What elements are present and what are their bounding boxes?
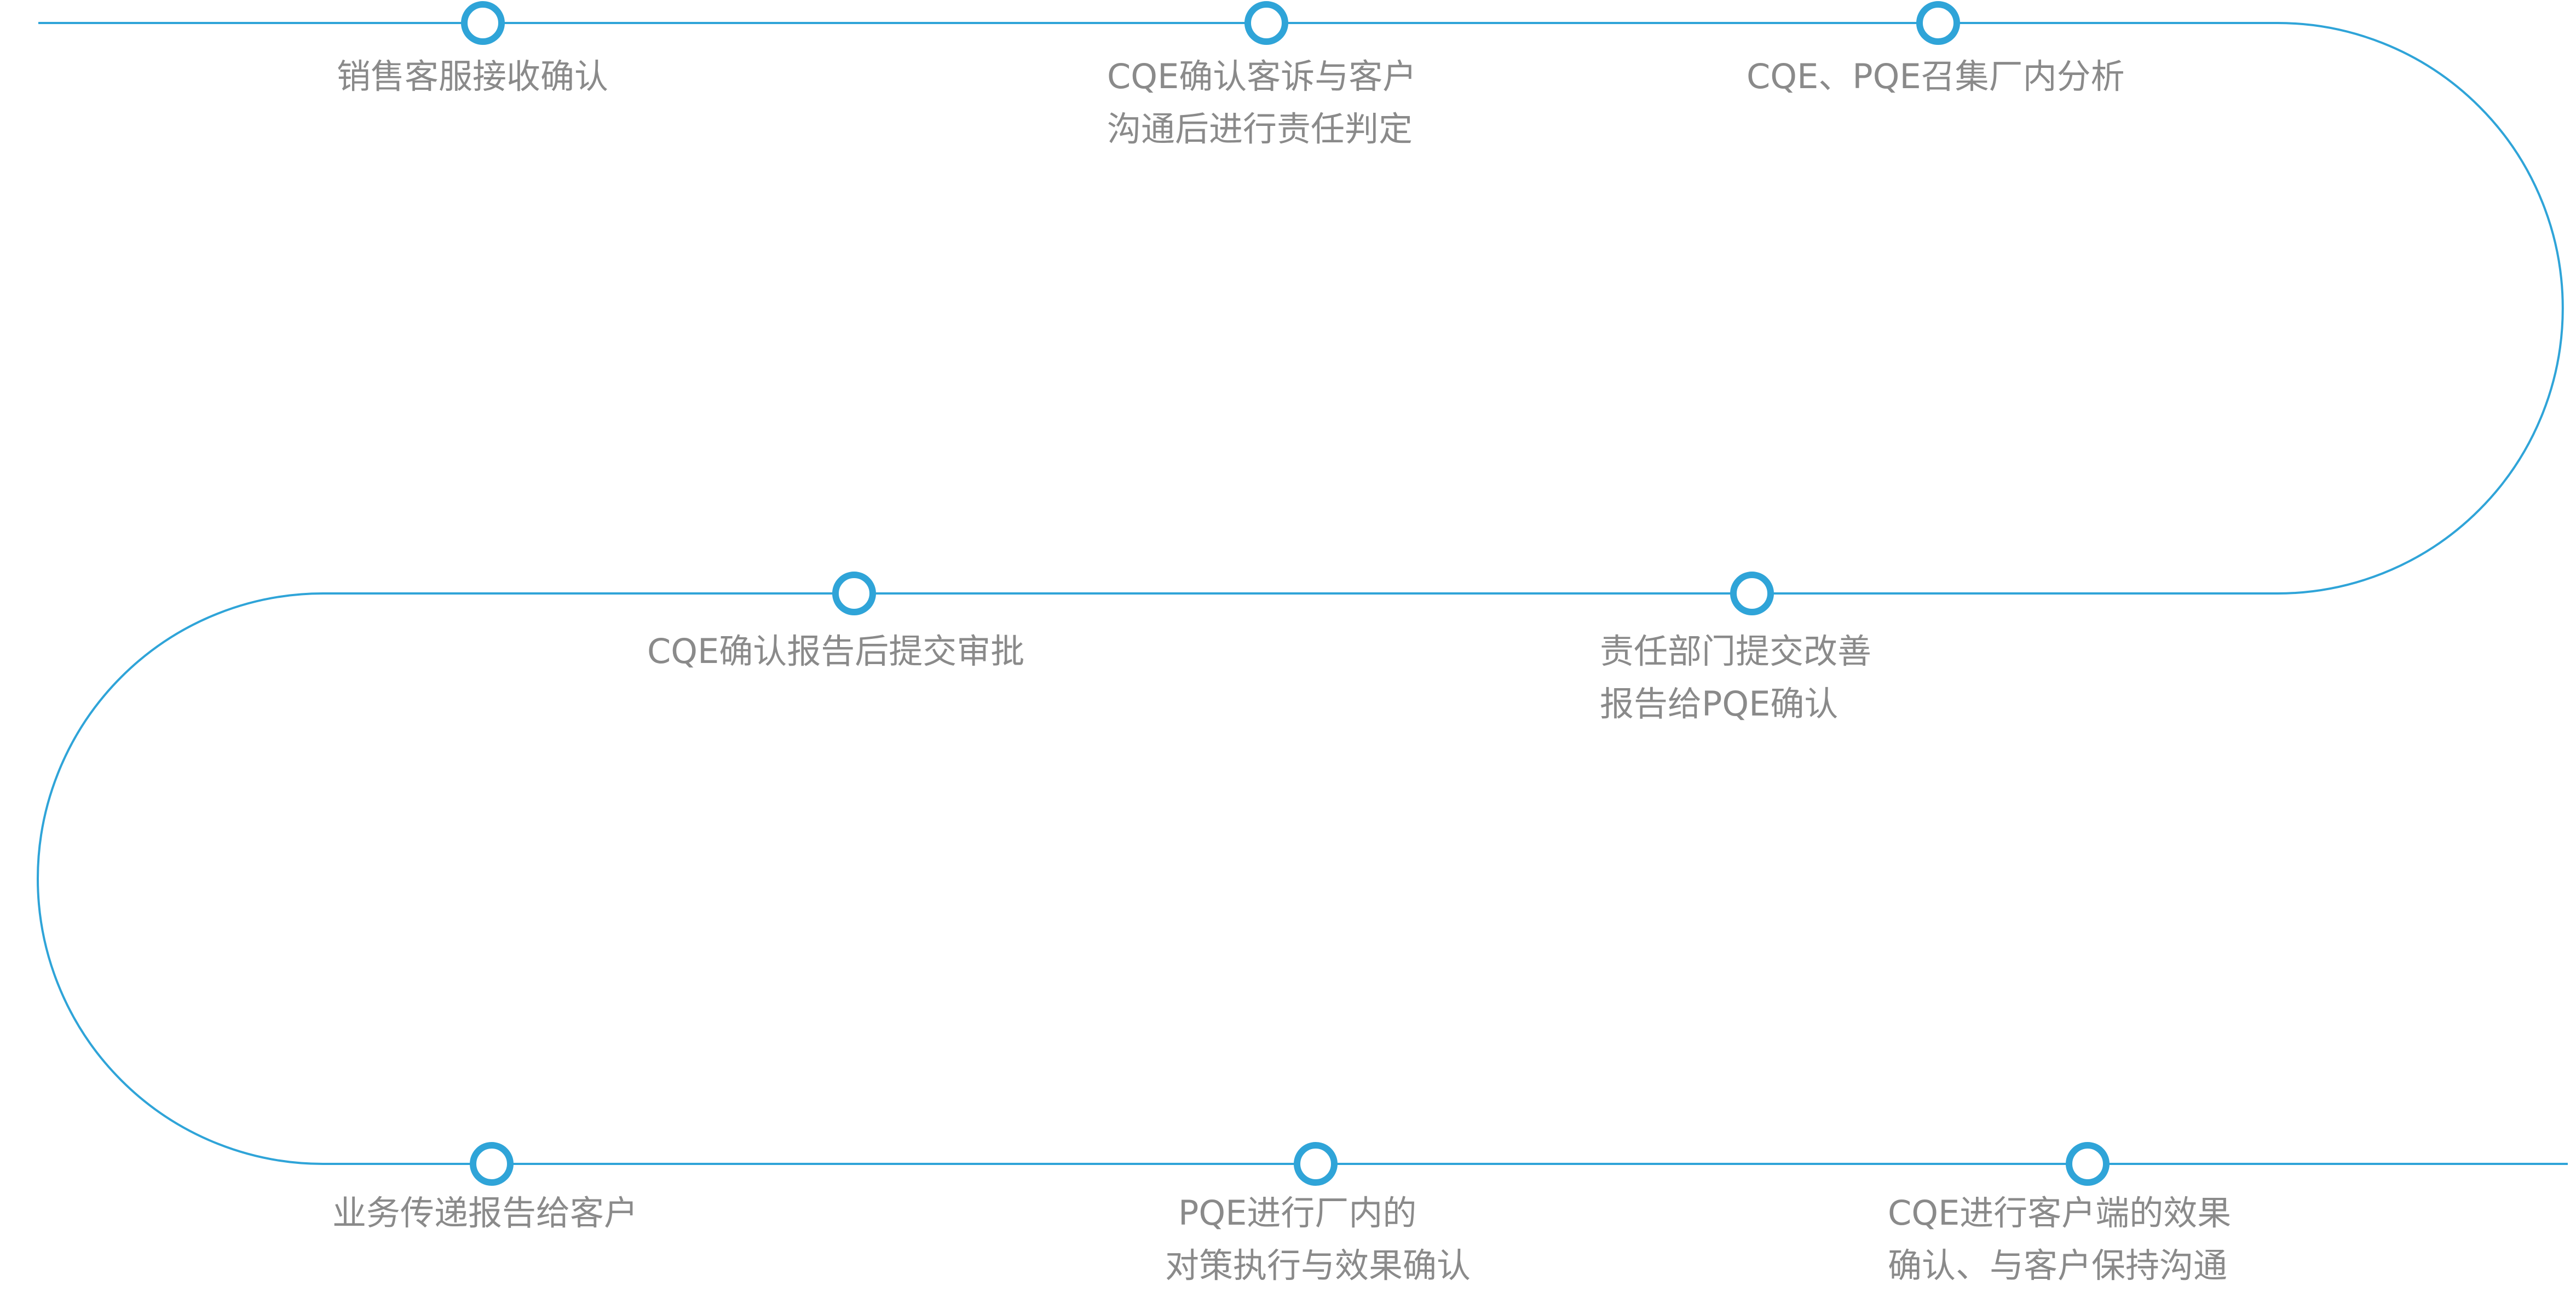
step-2-line-1: CQE确认客诉与客户 [1107,56,1417,96]
step-label-8: CQE进行客户端的效果 确认、与客户保持沟通 [1888,1187,2231,1292]
step-1-line-1: 销售客服接收确认 [337,56,609,96]
step-node-1 [461,1,505,45]
step-2-line-2: 沟通后进行责任判定 [1107,109,1413,149]
step-node-2 [1244,1,1288,45]
step-8-line-1: CQE进行客户端的效果 [1888,1193,2232,1233]
step-5-line-1: CQE确认报告后提交审批 [647,631,1025,671]
step-label-5: CQE确认报告后提交审批 [647,625,1024,678]
step-label-1: 销售客服接收确认 [337,50,608,103]
serpentine-flow-path [37,22,2568,1165]
step-label-3: CQE、PQE召集厂内分析 [1747,50,2125,103]
step-7-line-1: PQE进行厂内的 [1178,1193,1417,1233]
step-node-5 [832,572,876,615]
step-node-7 [1294,1142,1338,1186]
step-8-line-2: 确认、与客户保持沟通 [1888,1245,2228,1285]
step-label-4: 责任部门提交改善 报告给PQE确认 [1600,625,1871,730]
step-7-line-2: 对策执行与效果确认 [1165,1245,1471,1285]
step-3-line-1: CQE、PQE召集厂内分析 [1747,56,2125,96]
step-4-line-1: 责任部门提交改善 [1600,631,1872,671]
step-label-7: PQE进行厂内的 对策执行与效果确认 [1165,1187,1471,1292]
step-label-2: CQE确认客诉与客户 沟通后进行责任判定 [1107,50,1416,155]
step-node-6 [470,1142,514,1186]
step-node-4 [1730,572,1774,615]
step-label-6: 业务传递报告给客户 [332,1187,638,1239]
step-node-8 [2066,1142,2110,1186]
step-6-line-1: 业务传递报告给客户 [332,1193,638,1233]
step-4-line-2: 报告给PQE确认 [1600,684,1839,724]
step-node-3 [1916,1,1960,45]
